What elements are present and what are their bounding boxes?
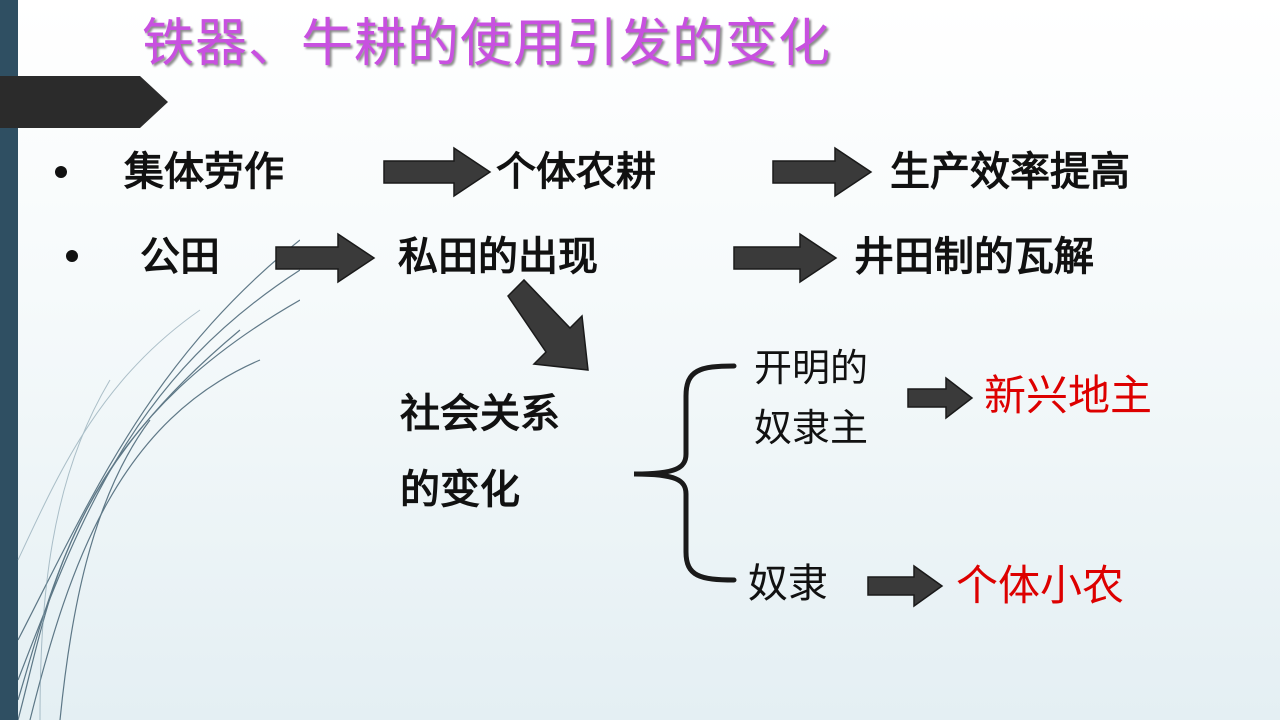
arrow-down-right-icon <box>507 278 589 371</box>
enlightened-slaveowner-line1: 开明的 <box>754 346 869 390</box>
slave-label: 奴隶 <box>748 561 828 607</box>
arrow-right-icon <box>733 232 838 284</box>
arrow-right-icon <box>867 564 944 608</box>
row1-productivity-rise: 生产效率提高 <box>890 148 1130 195</box>
row1-collective-labor: 集体劳作 <box>124 148 284 195</box>
title-tab-shape <box>0 76 168 128</box>
curly-brace <box>633 363 737 583</box>
social-change-line1: 社会关系 <box>400 390 560 437</box>
arrow-right-icon <box>772 146 873 198</box>
bullet-row2 <box>66 250 78 262</box>
row1-individual-farming: 个体农耕 <box>496 148 656 195</box>
enlightened-slaveowner-line2: 奴隶主 <box>754 406 869 450</box>
arrow-right-icon <box>275 232 376 284</box>
decorative-curves <box>17 239 300 720</box>
new-landlord-result: 新兴地主 <box>984 371 1153 420</box>
left-accent-bar <box>0 0 18 720</box>
row2-private-field: 私田的出现 <box>398 233 598 280</box>
small-farmer-result: 个体小农 <box>956 561 1125 610</box>
bullet-row1 <box>55 166 67 178</box>
slide-title: 铁器、牛耕的使用引发的变化 <box>142 14 832 74</box>
arrow-right-icon <box>907 376 974 420</box>
row2-public-field: 公田 <box>140 233 220 280</box>
social-change-line2: 的变化 <box>400 466 520 513</box>
arrow-right-icon <box>383 146 492 198</box>
row2-well-field-collapse: 井田制的瓦解 <box>854 233 1094 280</box>
